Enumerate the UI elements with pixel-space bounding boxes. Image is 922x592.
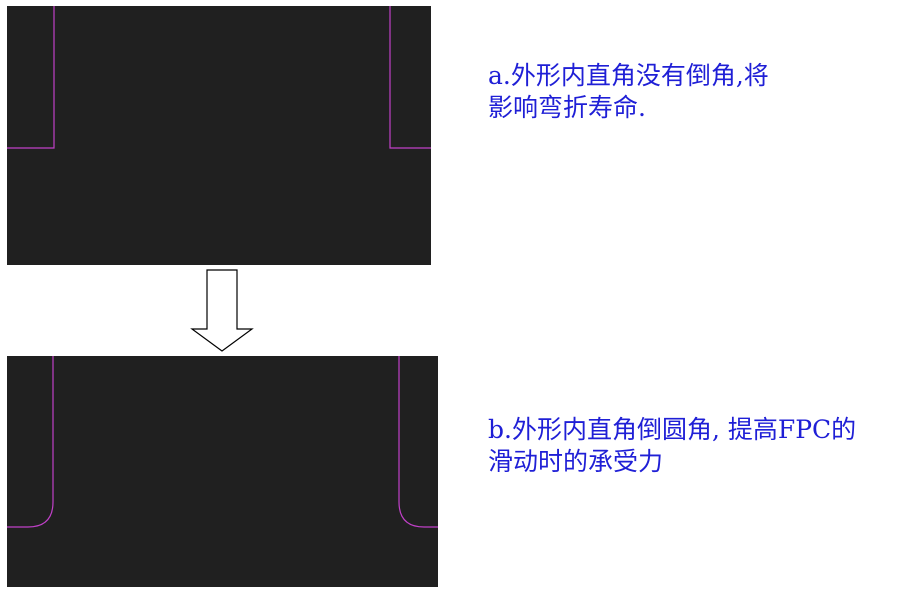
right-square-corner-edge	[389, 6, 431, 149]
caption-b: b.外形内直角倒圆角, 提高FPC的 滑动时的承受力	[488, 414, 856, 478]
left-square-corner-edge	[7, 6, 55, 149]
caption-a-line-2: 影响弯折寿命.	[488, 93, 646, 122]
right-rounded-corner-edge	[398, 356, 438, 528]
caption-b-line-2: 滑动时的承受力	[488, 447, 664, 476]
caption-a: a.外形内直角没有倒角,将 影响弯折寿命.	[488, 60, 769, 124]
caption-a-line-1: a.外形内直角没有倒角,将	[488, 61, 769, 90]
square-corner-panel	[7, 6, 431, 265]
rounded-corner-panel	[7, 356, 438, 587]
square-corner-outline	[7, 6, 431, 149]
down-arrow-icon	[190, 269, 254, 352]
rounded-corner-outline	[7, 356, 438, 528]
left-rounded-corner-edge	[7, 356, 54, 528]
caption-b-line-1: b.外形内直角倒圆角, 提高FPC的	[488, 415, 857, 444]
